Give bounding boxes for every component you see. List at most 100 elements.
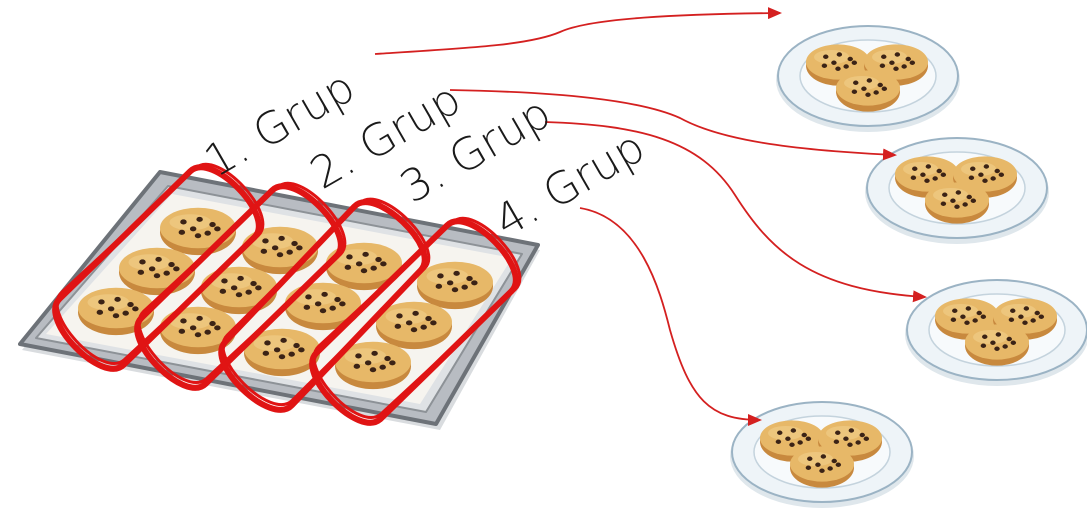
chocolate-chip [1038,314,1045,319]
chocolate-chip [112,313,120,319]
arrows [374,7,927,426]
group-outline-1 [52,162,265,372]
plate-4 [730,401,914,508]
chocolate-chip [819,468,825,473]
chocolate-chip [962,202,968,207]
chocolate-chip [369,367,377,373]
chocolate-chip [107,306,115,312]
group-outline-4 [309,216,522,426]
chocolate-chip [805,465,812,470]
chocolate-chip [801,432,807,438]
chocolate-chip [889,60,895,65]
chocolate-chip [835,430,841,435]
chocolate-chip [371,350,378,356]
chocolate-chip [291,241,298,247]
chocolate-chip [221,278,228,284]
chocolate-chip [194,332,202,338]
plate-3 [905,279,1087,386]
chocolate-chip [909,60,916,65]
chocolate-chip [982,334,988,339]
plate-1 [776,25,960,132]
chocolate-chip [260,248,268,254]
chocolate-chip [940,201,947,206]
chocolate-chip [204,329,211,335]
cookie-icon [160,207,236,256]
chocolate-chip [775,439,782,444]
chocolate-chip [789,442,795,447]
chocolate-chip [98,299,105,305]
chocolate-chip [881,86,888,91]
chocolate-chip [827,466,833,471]
chocolate-chip [994,346,1000,351]
chocolate-chip [1034,310,1040,316]
chocolate-chip [255,285,262,291]
outline-loop [309,218,519,426]
chocolate-chip [936,168,942,174]
chocolate-chip [835,66,841,71]
chocolate-chip [785,436,791,441]
chocolate-chip [901,64,907,69]
chocolate-chip [966,194,972,200]
chocolate-chip [797,440,803,445]
chocolate-chip [847,442,853,447]
chocolate-chip [122,310,129,316]
chocolate-chip [214,325,221,331]
chocolate-chip [396,313,403,319]
chocolate-chip [859,432,865,438]
cookie-icon [160,306,236,355]
chocolate-chip [209,321,216,327]
chocolate-chip [777,430,783,435]
arrow-icon [579,207,762,426]
cookie-icon [965,324,1029,366]
chocolate-chip [389,360,396,366]
chocolate-chip [96,309,104,315]
chocolate-chip [823,54,829,59]
chocolate-chip [995,332,1002,337]
chocolate-chip [954,204,960,209]
chocolate-chip [851,60,858,65]
chocolate-chip [955,190,962,195]
chocolate-chip [384,356,391,362]
chocolate-chip [836,52,843,57]
chocolate-chip [189,325,197,331]
cookie-icon [335,341,411,390]
group-outlines [52,162,522,426]
chocolate-chip [950,198,956,203]
chocolate-chip [866,78,873,83]
chocolate-chip [375,257,382,263]
chocolate-chip [425,316,432,322]
chocolate-chip [861,86,867,91]
chocolate-chip [280,337,287,343]
cookie-icon [993,298,1057,340]
chocolate-chip [410,327,418,333]
chocolate-chip [286,249,293,255]
chocolate-chip [264,340,271,346]
outline-loop [52,164,262,372]
chocolate-chip [790,428,797,433]
outline-loop-sketch [55,162,265,365]
chocolate-chip [1023,306,1030,311]
chocolate-chip [394,323,402,329]
chocolate-chip [471,280,478,286]
cookie-icon [119,247,195,296]
chocolate-chip [379,364,386,370]
chocolate-chip [451,287,459,293]
chocolate-chip [1018,314,1024,319]
chocolate-chip [276,252,284,258]
cookie-icon [925,182,989,224]
outline-loop [134,183,344,391]
chocolate-chip [990,340,996,345]
cookie-icon [244,328,320,377]
chocolate-chip [189,226,197,232]
chocolate-chip [370,265,377,271]
chocolate-chip [278,235,285,241]
chocolate-chip [970,198,977,203]
chocolate-chip [978,172,984,177]
chocolate-chip [132,306,139,312]
chocolate-chip [178,229,186,235]
cookie-icon [818,420,882,462]
chocolate-chip [1010,308,1016,313]
chocolate-chip [437,273,444,279]
